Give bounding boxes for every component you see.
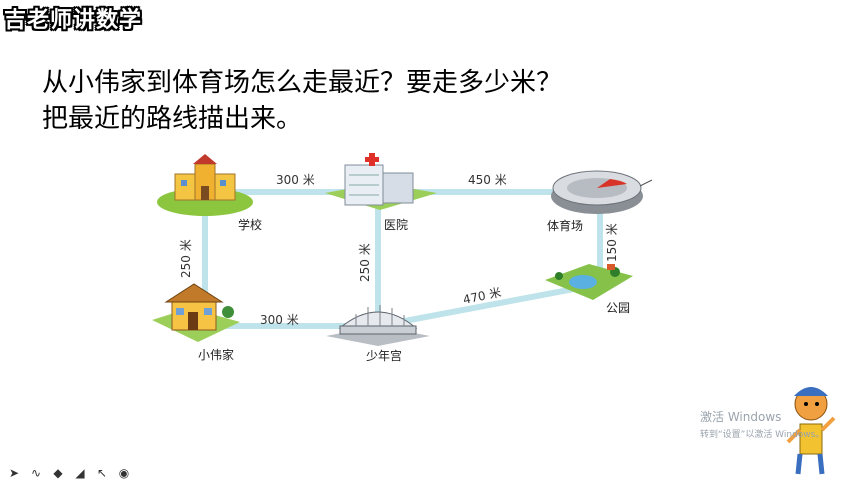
distance-school-hospital: 300 米 [276,173,315,187]
question-line-2: 把最近的路线描出来。 [42,104,303,134]
label-home: 小伟家 [198,347,234,362]
distance-hospital-stadium: 450 米 [468,173,507,187]
distance-home-palace: 300 米 [260,313,299,327]
windows-activation-hint: 转到“设置”以激活 Windows。 [700,430,825,440]
distance-hospital-palace: 250 米 [358,243,372,282]
pen-icon[interactable]: ∿ [30,466,42,480]
question-line-1: 从小伟家到体育场怎么走最近？要走多少米？ [42,68,563,98]
distance-stadium-park: 150 米 [605,223,619,262]
hospital-building [325,153,437,210]
road-palace-park [374,282,594,330]
stadium-building [551,170,653,214]
windows-activation-notice: 激活 Windows 转到“设置”以激活 Windows。 [700,408,824,440]
highlighter-icon[interactable]: ◢ [75,466,85,480]
record-icon[interactable]: ◉ [118,466,130,480]
label-stadium: 体育场 [547,218,583,233]
label-park: 公园 [606,301,630,315]
annotation-toolbar: ➤ ∿ ◆ ◢ ↖ ◉ [6,466,132,480]
label-school: 学校 [238,217,262,232]
label-hospital: 医院 [384,218,408,232]
park-area [545,264,633,300]
mascot-character [786,387,836,475]
home-building [152,283,240,342]
arrow-icon[interactable]: ➤ [8,466,20,480]
eraser-icon[interactable]: ◆ [53,466,63,480]
channel-title: 吉老师讲数学 [4,8,143,33]
pointer-icon[interactable]: ↖ [96,466,108,480]
roads [202,189,603,330]
distance-school-home: 250 米 [179,239,193,278]
label-youth-palace: 少年宫 [366,348,402,363]
youth-palace-building [326,305,430,346]
windows-activation-title: 激活 Windows [700,410,782,424]
school-building [157,154,253,216]
